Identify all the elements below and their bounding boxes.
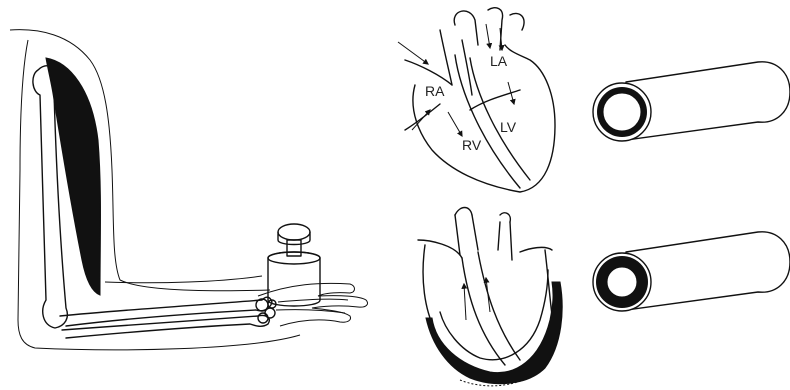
ulna-bone: [62, 315, 269, 338]
label-la: LA: [490, 53, 508, 69]
heart-hyp-top: [418, 240, 552, 258]
arm-illustration: [10, 30, 368, 350]
label-rv: RV: [462, 137, 482, 153]
heart-normal: RA LA RV LV: [398, 8, 555, 192]
heart-hyp-septum: [462, 252, 520, 365]
heart-hyp-vessels: [455, 215, 512, 260]
forearm-outline: [105, 276, 262, 283]
heart-normal-septum: [455, 55, 530, 188]
heart-normal-outline: [413, 45, 555, 192]
heart-hyp-inner: [440, 270, 548, 360]
label-ra: RA: [425, 83, 445, 99]
heart-hyp-wall: [426, 282, 562, 384]
arrow-icon: [486, 24, 490, 48]
arrow-icon: [398, 42, 428, 64]
vessel-normal-lumen: [603, 93, 641, 131]
vessel-normal-body: [626, 62, 790, 140]
weight-icon: [268, 224, 320, 306]
vessel-thick-lumen: [607, 267, 637, 297]
vessel-thickened: [593, 232, 790, 311]
arrow-icon: [448, 112, 462, 136]
biceps-muscle: [46, 58, 101, 295]
arrow-icon: [464, 284, 466, 320]
heart-hyp-outline-top: [423, 208, 552, 331]
label-lv: LV: [500, 119, 517, 135]
radius-bone: [60, 297, 272, 326]
arrow-icon: [486, 278, 490, 312]
vessel-normal: [593, 62, 790, 141]
vessel-thick-body: [626, 232, 790, 310]
heart-hypertrophied: [418, 208, 562, 386]
